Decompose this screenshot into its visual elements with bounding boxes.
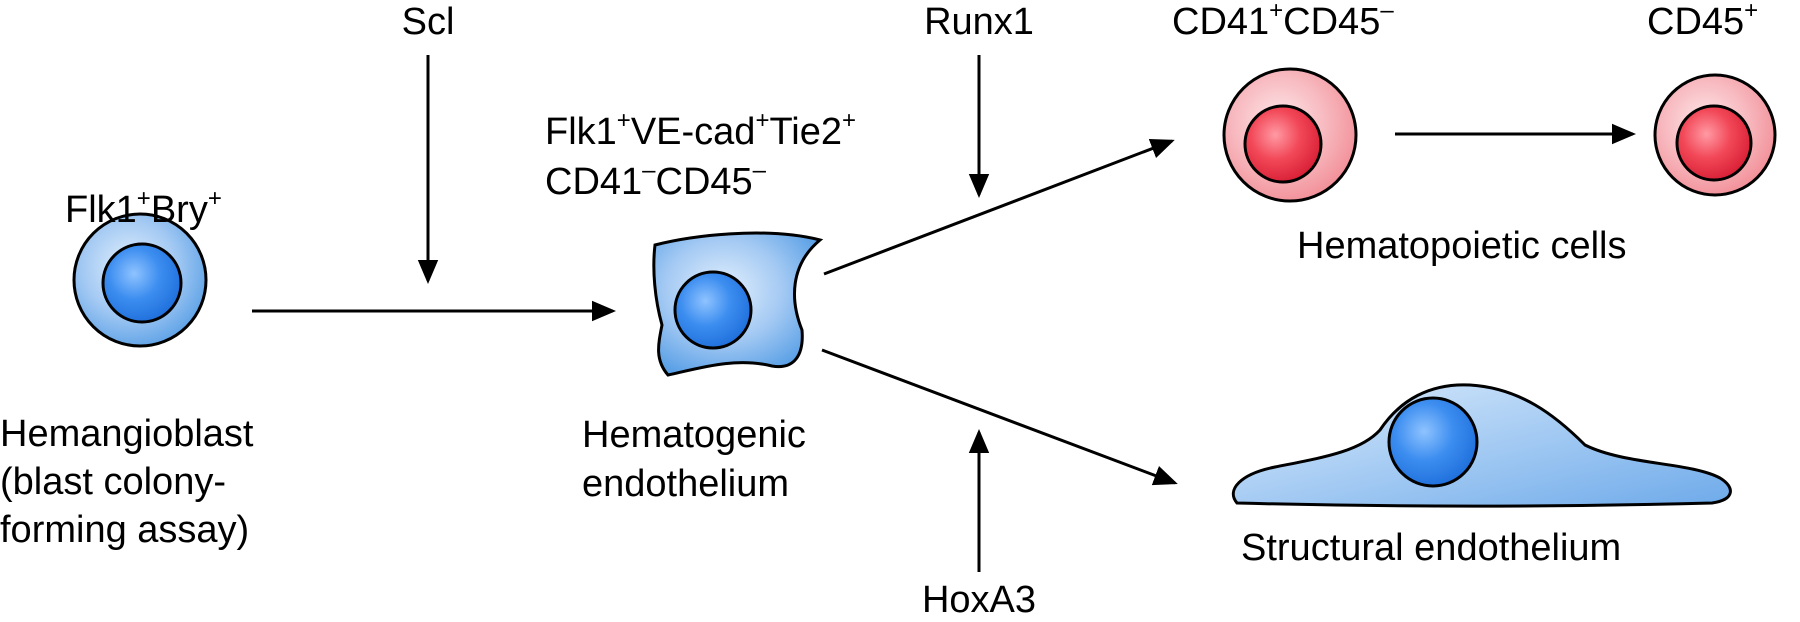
marker-ve-cad-sign: +	[755, 107, 770, 135]
marker-flk1: Flk1	[545, 111, 617, 153]
marker-cd45: CD45	[1647, 1, 1745, 43]
hematogenic-markers-line2: CD41–CD45–	[545, 157, 767, 204]
hemangioblast-name-line1: Hemangioblast	[0, 413, 254, 455]
marker-cd45: CD45	[655, 161, 753, 203]
marker-flk1-sign: +	[136, 185, 151, 213]
cd41-positive-hematopoietic-cell	[1222, 67, 1358, 203]
hemangioblast-cell	[72, 212, 208, 348]
hematopoietic-cells-label: Hematopoietic cells	[1297, 225, 1627, 267]
marker-cd41-sign: –	[642, 157, 656, 185]
to-hematopoietic-arrow	[823, 138, 1175, 276]
hematogenic-markers-line1: Flk1+VE-cad+Tie2+	[545, 107, 856, 154]
marker-tie2: Tie2	[769, 111, 842, 153]
structural-endothelium-cell	[1231, 383, 1732, 508]
marker-cd41: CD41	[1172, 1, 1270, 43]
marker-bry-sign: +	[207, 185, 222, 213]
marker-cd45: CD45	[1283, 1, 1381, 43]
marker-tie2-sign: +	[841, 107, 856, 135]
marker-flk1: Flk1	[65, 189, 137, 231]
marker-bry: Bry	[150, 189, 208, 231]
hematogenic-endothelium-cell	[652, 231, 824, 377]
hemangioblast-name-line3: forming assay)	[0, 509, 250, 551]
marker-cd41: CD41	[545, 161, 643, 203]
hematopoietic-cd45-markers: CD45+	[1647, 0, 1758, 44]
hematopoietic-cd41-markers: CD41+CD45–	[1172, 0, 1394, 44]
runx1-label: Runx1	[924, 1, 1034, 43]
hematogenic-name-line2: endothelium	[582, 463, 790, 505]
marker-cd41-sign: +	[1269, 0, 1284, 25]
scl-label: Scl	[401, 1, 455, 43]
to-structural-arrow	[821, 348, 1178, 486]
marker-cd45-sign: +	[1744, 0, 1759, 25]
marker-flk1-sign: +	[616, 107, 631, 135]
marker-ve-cad: VE-cad	[630, 111, 756, 153]
cd45-positive-hematopoietic-cell	[1653, 73, 1777, 197]
hemangioblast-name-line2: (blast colony-	[0, 461, 226, 503]
hemangioblast-markers: Flk1+Bry+	[65, 185, 222, 232]
hematogenic-name-line1: Hematogenic	[582, 414, 806, 456]
marker-cd45-sign: –	[752, 157, 767, 185]
hoxa3-label: HoxA3	[921, 579, 1037, 621]
marker-cd45-sign: –	[1380, 0, 1394, 25]
structural-endothelium-label: Structural endothelium	[1241, 527, 1622, 569]
